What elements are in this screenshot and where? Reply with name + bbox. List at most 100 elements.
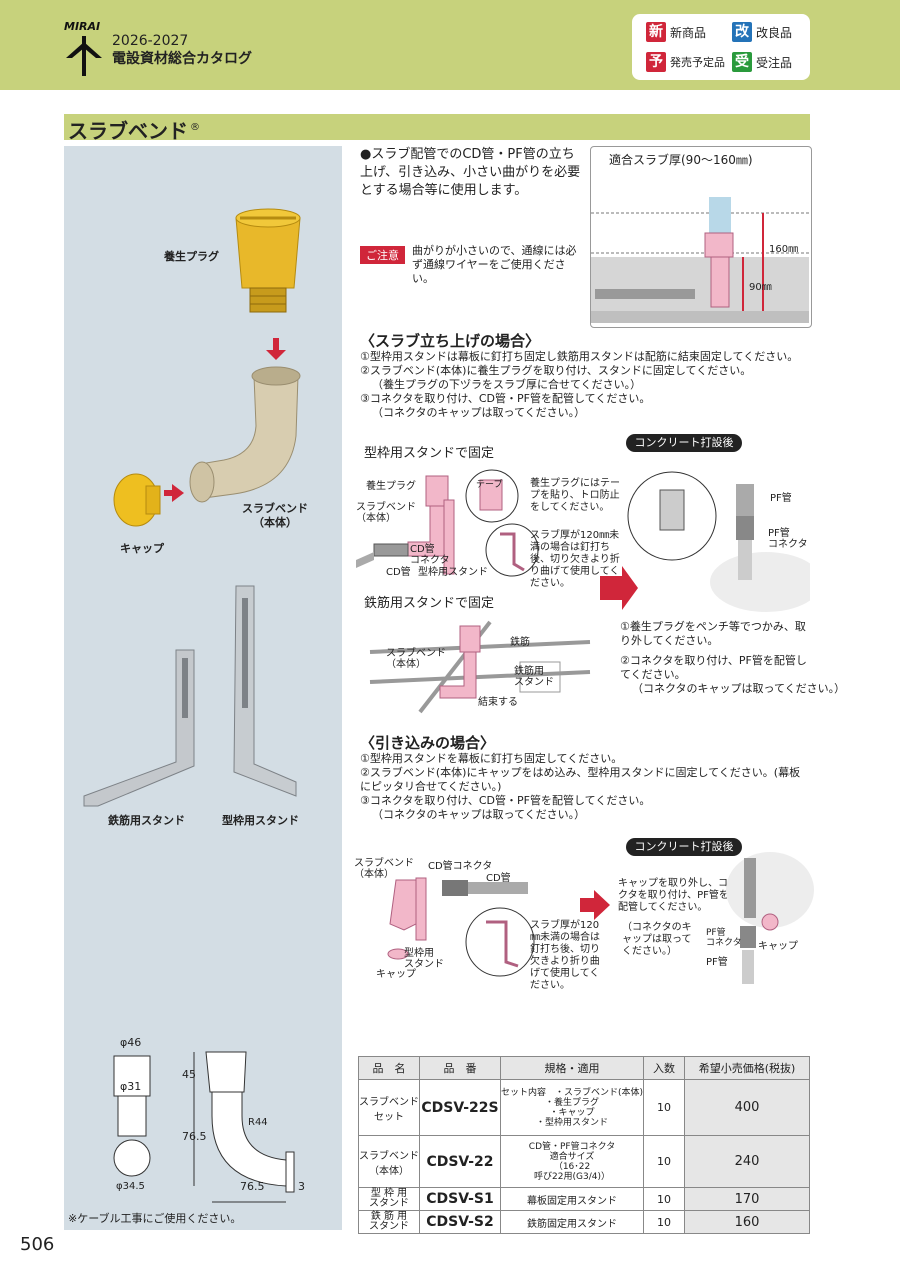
fig2-subtitle: 鉄筋用スタンドで固定 [364, 596, 495, 611]
fig1-subtitle: 型枠用スタンドで固定 [364, 446, 495, 461]
product-photos-illustration [83, 208, 301, 807]
label-form-stand: 型枠用スタンド [222, 814, 299, 827]
cell-name: スラブベンド セット [358, 1079, 420, 1136]
after-step-2-note: （コネクタのキャップは取ってください。） [632, 682, 846, 695]
after-label-pf: PF管 [770, 493, 792, 504]
sec2-step-1: ①型枠用スタンドを幕板に釘打ち固定してください。 [360, 752, 623, 765]
arrow-right-icon [580, 890, 610, 920]
sec1-step-3: ③コネクタを取り付け、CD管・PF管を配管してください。 [360, 392, 651, 405]
cell-name: 型 枠 用 スタンド [358, 1187, 420, 1211]
after-step-2: ②コネクタを取り付け、PF管を配管してください。 [620, 654, 807, 681]
slab-cross-section-icon [591, 197, 809, 323]
catalog-title: 電設資材総合カタログ [112, 51, 252, 67]
dim-h45: 45 [182, 1068, 196, 1081]
legend-planned: 予発売予定品 [646, 52, 725, 72]
dim-h76-5: 76.5 [182, 1130, 207, 1143]
fig2-label-stand: 鉄筋用 スタンド [514, 666, 554, 688]
th-spec: 規格・適用 [499, 1056, 645, 1080]
fig3-label-cd: CD管 [486, 873, 511, 884]
catalog-header: MIRAI 2026-2027 電設資材総合カタログ 新新商品 改改良品 予発売… [0, 0, 900, 90]
after2-label-connector: PF管 コネクタ [706, 928, 742, 948]
fig3-note: スラブ厚が120㎜未満の場合は釘打ち後、切り欠きより折り曲げて使用してください。 [530, 920, 600, 991]
fig1-label-tape: テープ [476, 480, 503, 490]
cell-qty: 10 [643, 1079, 686, 1136]
fig1-note-tape: 養生プラグにはテープを貼り、トロ防止をしてください。 [530, 478, 620, 513]
label-rebar-stand: 鉄筋用スタンド [108, 814, 185, 827]
after2-text: キャップを取り外し、コネクタを取り付け、PF管を配管してください。 [618, 878, 738, 913]
th-qty: 入数 [643, 1056, 686, 1080]
sec1-steps: ①型枠用スタンドは幕板に釘打ち固定し鉄筋用スタンドは配筋に結束固定してください。… [360, 350, 798, 420]
after-concrete-pill-2: コンクリート打設後 [626, 838, 742, 856]
product-photo-panel: 養生プラグ キャップ スラブベンド （本体） 鉄筋用スタンド 型枠用スタンド φ… [64, 146, 342, 1230]
dim-d34-5: φ34.5 [116, 1181, 145, 1192]
cell-code: CDSV-S2 [419, 1210, 501, 1234]
dim-r44: R44 [248, 1117, 268, 1128]
dim-w3: 3 [298, 1180, 305, 1193]
after-label-connector: PF管 コネクタ [768, 528, 808, 550]
th-price: 希望小売価格(税抜) [684, 1056, 810, 1080]
sec2-step-2: ②スラブベンド(本体)にキャップをはめ込み、型枠用スタンドに固定してください。(… [360, 766, 801, 793]
registered-mark: ® [190, 122, 200, 133]
dim-d46: φ46 [120, 1036, 142, 1049]
sec1-step-2-note: （養生プラグの下ヅラをスラブ厚に合せてください。） [372, 378, 642, 391]
intro-text: ●スラブ配管でのCD管・PF管の立ち上げ、引き込み、小さい曲がりを必要とする場合… [360, 147, 581, 198]
cell-code: CDSV-22S [419, 1079, 501, 1136]
fig2-label-tie: 結束する [478, 697, 518, 708]
cell-price: 170 [684, 1187, 810, 1211]
legend-order: 受受注品 [732, 52, 792, 72]
caution-text: 曲がりが小さいので、通線には必ず通線ワイヤーをご使用ください。 [412, 244, 577, 285]
cell-qty: 10 [643, 1187, 686, 1211]
form-stand-fixing-figure [356, 469, 539, 577]
spec-table: 品 名 品 番 規格・適用 入数 希望小売価格(税抜) スラブベンド セット C… [358, 1056, 810, 1234]
footnote: ※ケーブル工事にご使用ください。 [68, 1212, 242, 1225]
slab-fig-title: 適合スラブ厚(90〜160㎜) [609, 153, 753, 167]
table-row: 型 枠 用 スタンド CDSV-S1 幕板固定用スタンド 10 170 [358, 1187, 810, 1211]
catalog-years: 2026-2027 [112, 33, 189, 49]
table-row: 鉄 筋 用 スタンド CDSV-S2 鉄筋固定用スタンド 10 160 [358, 1210, 810, 1234]
cell-name: 鉄 筋 用 スタンド [358, 1210, 420, 1234]
dim-w76-5: 76.5 [240, 1180, 265, 1193]
page-number: 506 [20, 1234, 55, 1255]
fig3-label-stand: 型枠用 スタンド [404, 948, 444, 970]
slab-dim-90: 90㎜ [749, 282, 772, 293]
cell-spec: 幕板固定用スタンド [499, 1187, 645, 1211]
fig3-label-bend: スラブベンド （本体） [354, 858, 414, 880]
page-title: スラブベンド [68, 119, 188, 143]
mirai-logo-icon: MIRAI [64, 20, 102, 76]
dimension-drawing [113, 1051, 295, 1203]
cell-qty: 10 [643, 1135, 686, 1188]
after-concrete-pill-1: コンクリート打設後 [626, 434, 742, 452]
fig2-label-bend: スラブベンド （本体） [386, 648, 446, 670]
fig1-note-thin-slab: スラブ厚が120㎜未満の場合は釘打ち後、切り欠きより折り曲げて使用してください。 [530, 530, 620, 589]
after2-label-pf: PF管 [706, 957, 728, 968]
cell-spec: 鉄筋固定用スタンド [499, 1210, 645, 1234]
cell-qty: 10 [643, 1210, 686, 1234]
after2-label-cap: キャップ [758, 941, 798, 952]
fig1-label-plug: 養生プラグ [366, 481, 416, 492]
svg-text:MIRAI: MIRAI [64, 20, 100, 33]
after-step-1: ①養生プラグをペンチ等でつかみ、取り外してください。 [620, 620, 806, 647]
cell-price: 400 [684, 1079, 810, 1136]
legend-new: 新新商品 [646, 22, 706, 42]
table-header-row: 品 名 品 番 規格・適用 入数 希望小売価格(税抜) [358, 1056, 810, 1080]
table-row: スラブベンド セット CDSV-22S セット内容 ・スラブベンド(本体) ・養… [358, 1079, 810, 1136]
fig2-label-rebar: 鉄筋 [510, 637, 530, 648]
caution-tag: ご注意 [360, 246, 405, 264]
section-pull-in-title: 〈引き込みの場合〉 [360, 734, 496, 752]
cell-spec: CD管・PF管コネクタ 適合サイズ （16･22 呼び22用(G3/4)） [499, 1135, 645, 1188]
cell-spec: セット内容 ・スラブベンド(本体) ・養生プラグ ・キャップ ・型枠用スタンド [499, 1079, 645, 1136]
page-title-bar: スラブベンド ® [64, 114, 810, 143]
rebar-stand-fixing-figure [369, 620, 591, 714]
fig1-label-connector: CD管 コネクタ [410, 544, 450, 566]
legend-improved: 改改良品 [732, 22, 792, 42]
sec2-steps: ①型枠用スタンドを幕板に釘打ち固定してください。 ②スラブベンド(本体)にキャッ… [360, 752, 808, 822]
after-pull-in-figure [726, 852, 814, 984]
sec1-step-2: ②スラブベンド(本体)に養生プラグを取り付け、スタンドに固定してください。 [360, 364, 752, 377]
cell-name: スラブベンド （本体） [358, 1135, 420, 1188]
label-plug: 養生プラグ [164, 250, 219, 263]
slab-dim-160: 160㎜ [769, 244, 799, 255]
th-name: 品 名 [358, 1056, 420, 1080]
dim-d31: φ31 [120, 1080, 142, 1093]
sec1-step-1: ①型枠用スタンドは幕板に釘打ち固定し鉄筋用スタンドは配筋に結束固定してください。 [360, 350, 799, 363]
sec2-step-3: ③コネクタを取り付け、CD管・PF管を配管してください。 [360, 794, 651, 807]
